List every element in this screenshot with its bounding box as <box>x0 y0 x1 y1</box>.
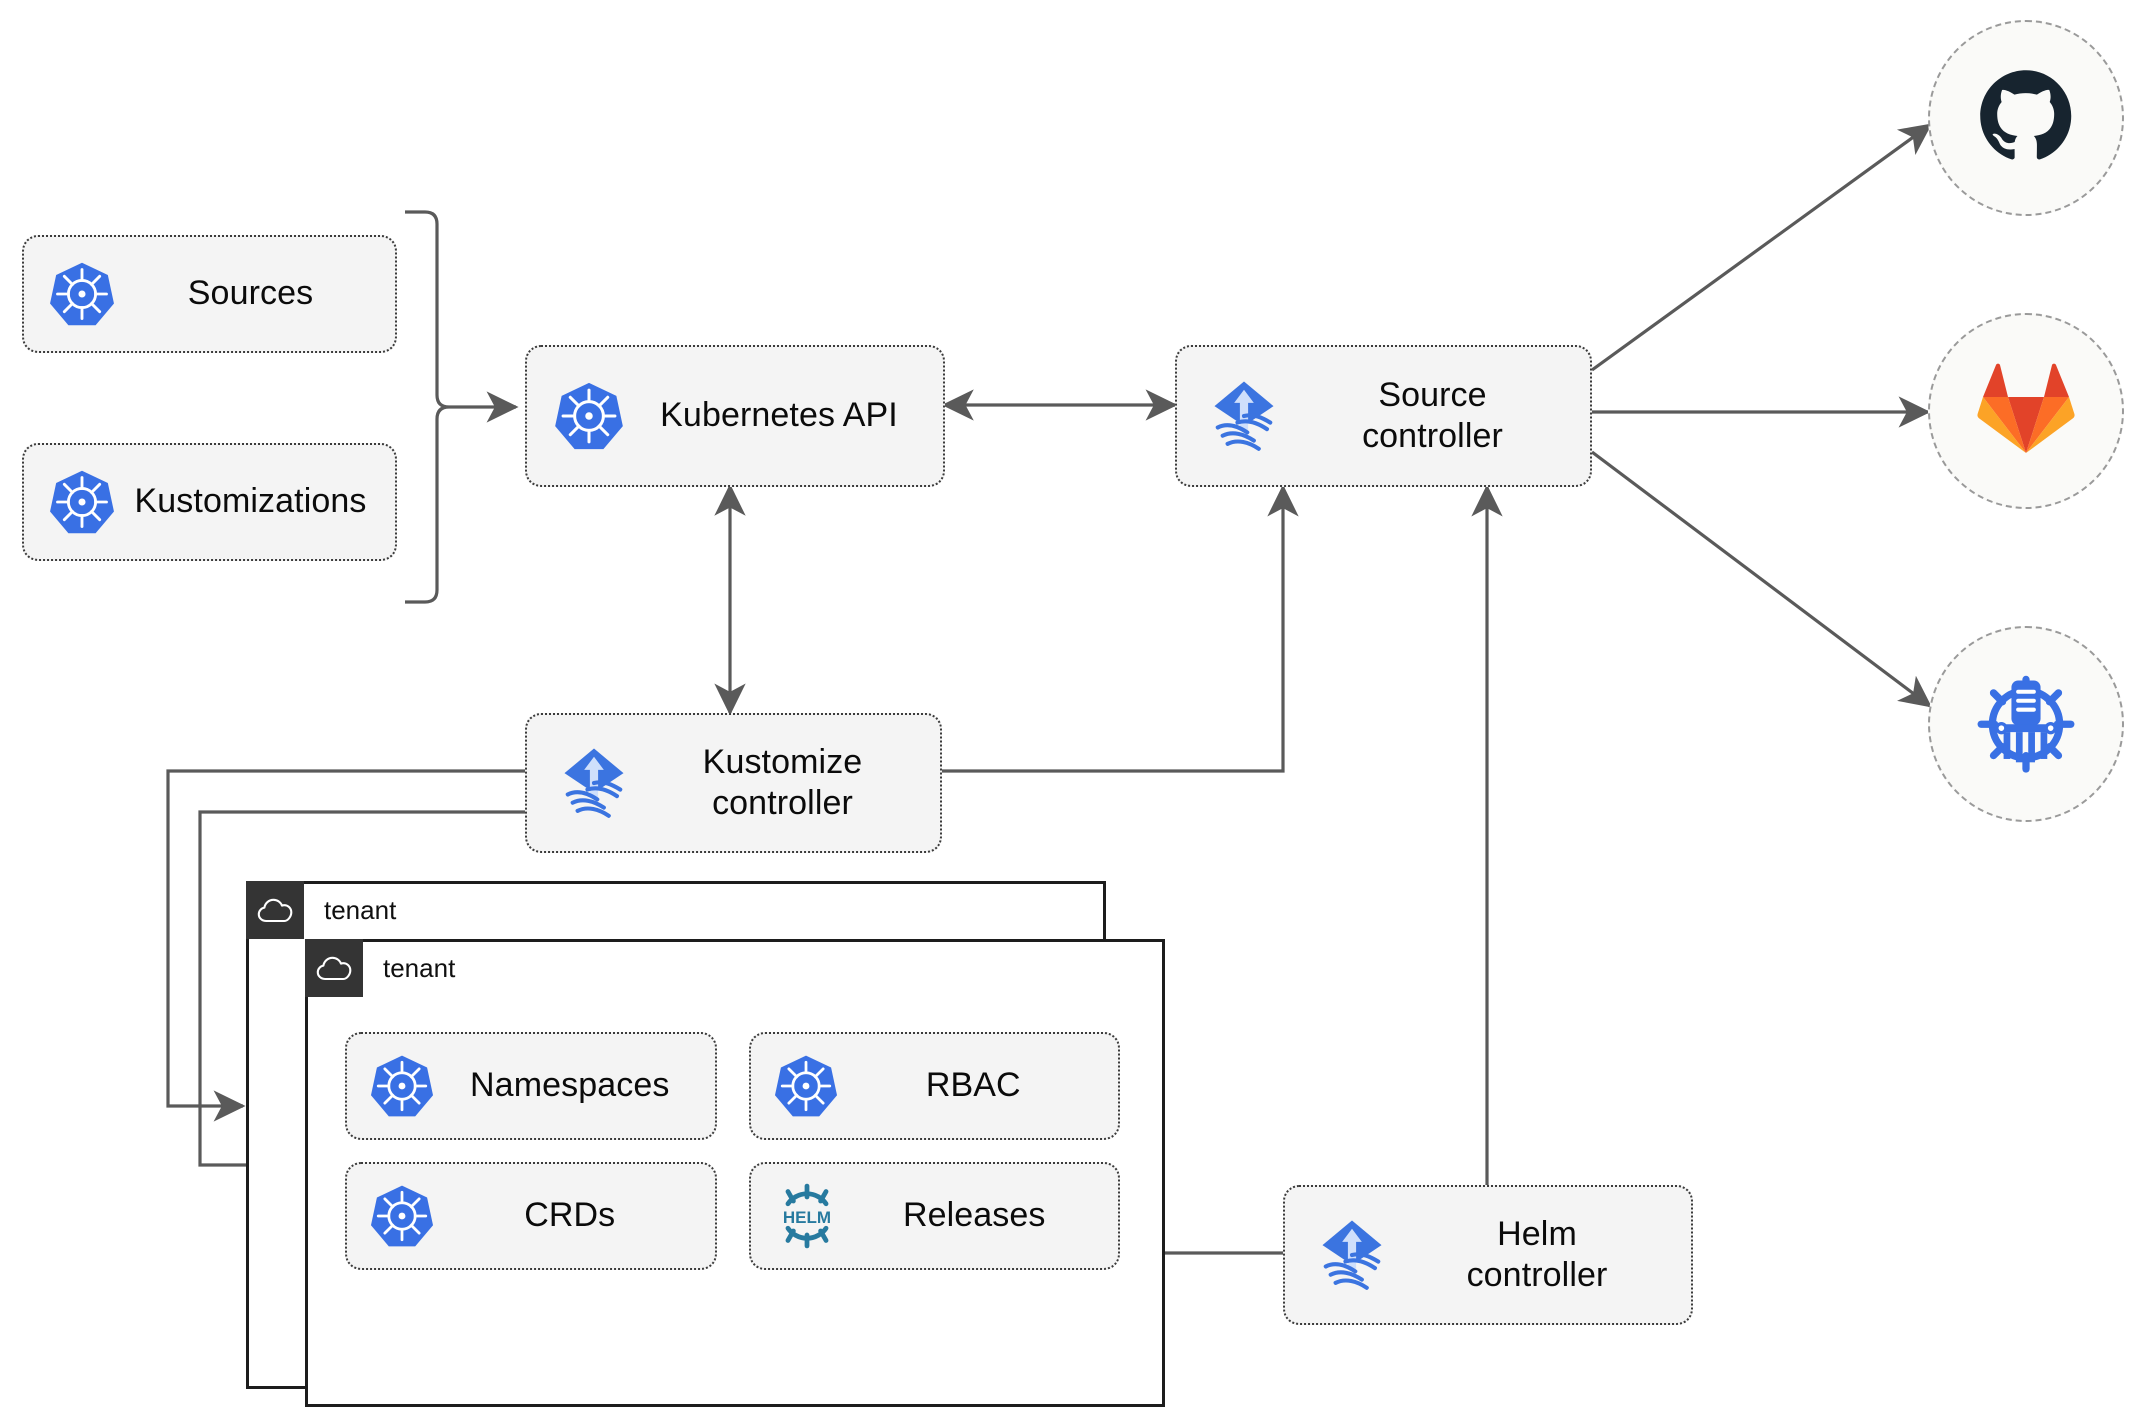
node-label: Kustomizations <box>134 482 367 521</box>
kubernetes-icon <box>773 1053 839 1119</box>
tenant-header-2: tenant <box>305 939 455 997</box>
tenant-label-1: tenant <box>324 894 397 925</box>
node-label: CRDs <box>524 1196 616 1235</box>
kubernetes-icon <box>553 380 625 452</box>
node-kustomize-controller[interactable]: Kustomize controller <box>525 713 942 853</box>
flux-icon <box>553 742 635 824</box>
node-label: Namespaces <box>470 1066 670 1105</box>
flux-icon <box>1203 375 1285 457</box>
svg-text:HELM: HELM <box>782 1208 830 1227</box>
node-rbac[interactable]: RBAC <box>748 1032 1120 1140</box>
node-releases[interactable]: HELM Releases <box>748 1162 1120 1270</box>
node-kubernetes-api[interactable]: Kubernetes API <box>525 345 945 487</box>
provider-helm-repository[interactable] <box>1928 626 2124 822</box>
github-icon <box>1974 64 2078 173</box>
edge-sourcecontroller-helmrepo <box>1591 450 1933 708</box>
provider-gitlab[interactable] <box>1928 313 2124 509</box>
helm-icon: HELM <box>773 1182 841 1250</box>
node-label: RBAC <box>925 1066 1021 1105</box>
node-namespaces[interactable]: Namespaces <box>345 1032 717 1140</box>
node-sources[interactable]: Sources <box>22 235 397 353</box>
gitlab-icon <box>1976 361 2076 462</box>
cloud-icon <box>305 939 363 997</box>
node-kustomizations[interactable]: Kustomizations <box>22 443 397 561</box>
edge-bracket-sources <box>405 210 450 604</box>
node-helm-controller[interactable]: Helm controller <box>1283 1185 1693 1325</box>
kubernetes-icon <box>48 260 116 328</box>
edge-kustomizecontroller-sourcecontroller <box>942 484 1299 773</box>
node-label: Kubernetes API <box>660 396 898 435</box>
flux-icon <box>1311 1214 1393 1296</box>
node-source-controller[interactable]: Source controller <box>1175 345 1592 487</box>
node-label: Source controller <box>1362 375 1503 455</box>
kubernetes-icon <box>369 1053 435 1119</box>
provider-github[interactable] <box>1928 20 2124 216</box>
helm-repository-icon <box>1970 666 2082 783</box>
node-label: Helm controller <box>1466 1214 1608 1294</box>
tenant-label-2: tenant <box>383 952 456 983</box>
node-label: Releases <box>902 1196 1046 1235</box>
node-label: Kustomize controller <box>702 742 863 822</box>
tenant-resource-grid: Namespaces <box>345 1032 1120 1270</box>
tenant-header-1: tenant <box>246 881 396 939</box>
cloud-icon <box>246 881 304 939</box>
edge-sourcecontroller-github <box>1591 123 1933 372</box>
tenant-container-2: tenant <box>305 939 1165 1407</box>
node-crds[interactable]: CRDs <box>345 1162 717 1270</box>
kubernetes-icon <box>48 468 116 536</box>
node-label: Sources <box>187 274 314 313</box>
kubernetes-icon <box>369 1183 435 1249</box>
